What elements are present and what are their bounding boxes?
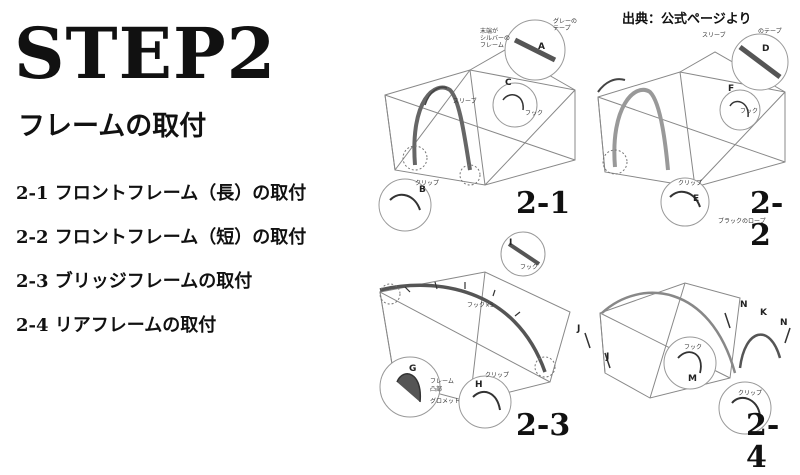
step-item-2-4: 2-4 リアフレームの取付	[16, 315, 217, 336]
label-gray-tape-2: テープ	[553, 25, 571, 32]
label-clip: クリップ	[485, 372, 510, 379]
label-frame-tip-3: フレーム	[480, 42, 504, 49]
callout-letter: K	[760, 308, 767, 318]
step-number-2-4: 2-4	[746, 408, 780, 475]
label-hook: フック	[520, 264, 539, 271]
label-frame-tip: 末端が	[480, 28, 499, 35]
callout-letter: M	[688, 374, 697, 384]
callout-letter: I	[509, 238, 513, 248]
label-hook: フック	[740, 108, 759, 115]
label-frame-tip-2: シルバーの	[480, 35, 511, 42]
callout-letter: J	[577, 324, 581, 334]
label-clip: クリップ	[738, 390, 763, 397]
callout-letter: N	[740, 300, 748, 310]
label-tape: のテープ	[758, 28, 782, 35]
callout-letter: B	[419, 185, 426, 195]
label-hook-x5: フック×5	[467, 302, 494, 309]
callout-letter: F	[728, 84, 735, 94]
label-sleeve: スリーブ	[702, 32, 726, 39]
tent-illustration-2-1	[378, 19, 576, 232]
callout-letter: G	[409, 364, 417, 374]
label-gray-tape: グレーの	[553, 18, 578, 25]
step-item-2-1: 2-1 フロントフレーム（長）の取付	[16, 183, 307, 204]
label-clip: クリップ	[415, 180, 440, 187]
step-item-2-2: 2-2 フロントフレーム（短）の取付	[16, 227, 307, 248]
diagram-panel-2-3: I G H フック フック×5 フレーム 凸部 グロメット クリップ 2-3	[375, 231, 590, 447]
label-sleeve: スリーブ	[453, 98, 477, 105]
step-item-2-3: 2-3 ブリッジフレームの取付	[16, 271, 253, 292]
callout-letter: E	[693, 194, 700, 204]
tent-illustration-2-3	[379, 231, 571, 429]
step-number-2-3: 2-3	[516, 408, 571, 443]
label-black-rope: ブラックのロープ	[718, 218, 766, 225]
page-title: STEP2	[14, 12, 277, 95]
label-clip: クリップ	[678, 180, 703, 187]
callout-letter: J	[606, 352, 610, 362]
tent-illustration-2-2	[597, 33, 789, 227]
callout-letter: C	[505, 78, 512, 88]
diagram-panel-2-2: D E F のテープ スリーブ フック クリップ ブラックのロープ 2-2	[590, 22, 800, 252]
page-subtitle: フレームの取付	[18, 111, 207, 142]
tent-illustration-2-4	[584, 282, 791, 435]
label-hook: フック	[525, 110, 544, 117]
callout-letter: D	[762, 44, 770, 54]
callout-letter: A	[538, 42, 545, 52]
step-list: 2-1 フロントフレーム（長）の取付 2-2 フロントフレーム（短）の取付 2-…	[16, 183, 306, 359]
step-number-2-2: 2-2	[750, 186, 784, 253]
label-convex: 凸部	[430, 386, 443, 393]
callout-letter: H	[475, 380, 483, 390]
source-credit: 出典：公式ページより	[622, 12, 752, 27]
label-hook: フック	[684, 344, 703, 351]
label-grommet: グロメット	[430, 398, 461, 405]
diagram-panel-2-4: J J M N K N フック クリップ 2-4	[577, 258, 800, 474]
diagram-panel-2-1: A B C 末端が シルバーの フレーム グレーの テープ スリーブ フック ク…	[375, 10, 590, 232]
callout-letter: N	[780, 318, 788, 328]
step-number-2-1: 2-1	[516, 186, 571, 221]
label-frame: フレーム	[430, 378, 454, 385]
